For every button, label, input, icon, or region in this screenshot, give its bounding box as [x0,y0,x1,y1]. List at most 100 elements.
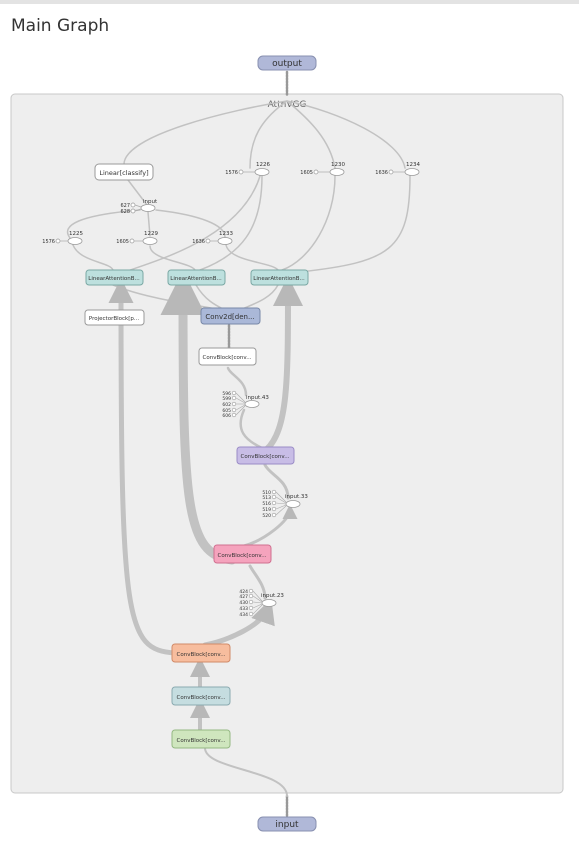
constant-labels: 1576 1605 1636 627 628 1576 1605 1636 [42,170,388,245]
edge-in43-white [226,366,248,397]
convblock-orange-node[interactable] [171,643,231,663]
op-1226[interactable] [254,168,270,176]
op-input-label: input [143,199,158,205]
const-1576b-circle [55,238,61,244]
const-627: 627 [120,203,130,209]
const-1636b-circle [205,238,211,244]
convblock-purple-node-label: ConvBlock[conv... [241,454,290,460]
linear-attention-node-1[interactable] [85,269,144,286]
in43-const-4: 606 [222,413,231,419]
input23-constants: 424 427 430 433 434 [239,588,263,618]
edge-top-1226 [249,100,288,169]
attnvgg-group[interactable] [10,93,564,794]
op-1233[interactable] [217,237,233,245]
input-node[interactable] [257,816,317,832]
op-input33-label: input.33 [285,494,308,500]
convblock-purple-node[interactable] [236,446,295,465]
conv2d-node-label: Conv2d[den... [205,313,254,321]
output-node-label: output [272,59,302,69]
edge-1230-la3 [281,175,336,271]
edge-top-1234 [286,100,406,169]
convblock-pink-node[interactable] [213,544,272,564]
op-labels: 1226 1230 1234 input 1225 1229 1233 inpu… [69,162,420,599]
convblock-orange-node-label: ConvBlock[conv... [177,652,226,658]
in23-const-4: 434 [239,612,248,618]
op-1234-label: 1234 [406,162,420,168]
convblock-teal-node-label: ConvBlock[conv... [177,695,226,701]
edge-input-1225 [66,209,141,239]
op-1225-label: 1225 [69,231,83,237]
linear-node-label: Linear[classify] [99,169,148,177]
linear-attention-node-2-label: LinearAttentionB... [170,276,222,282]
const-1605a-circle [313,169,319,175]
const-1605b: 1605 [116,239,129,245]
convblock-white-node[interactable] [198,347,257,366]
constant-edges [60,171,405,242]
op-1229[interactable] [142,237,158,245]
input33-constants: 510 513 516 519 520 [262,489,287,519]
convblock-teal-node[interactable] [171,686,231,706]
edge-1225-la1 [72,244,114,271]
op-1233-label: 1233 [219,231,233,237]
in23-const-0: 424 [239,589,248,595]
const-628-circle [130,208,136,214]
edge-input-green [204,747,288,797]
edge-orange-in23 [202,598,275,648]
constant-markers [55,169,394,244]
edge-linear-input [127,179,148,206]
page-title: Main Graph [11,16,110,36]
linear-attention-node-1-label: LinearAttentionB... [88,276,140,282]
edge-1229-la2 [149,245,196,271]
linear-attention-node-3[interactable] [250,269,309,286]
in43-const-3: 605 [222,408,231,414]
const-628: 628 [120,209,130,215]
linear-node[interactable] [94,163,154,181]
in33-const-4: 520 [262,513,271,519]
const-1605a: 1605 [300,170,313,176]
const-1636a: 1636 [375,170,388,176]
convblock-green-node[interactable] [171,729,231,749]
linear-attention-node-2[interactable] [167,269,226,286]
edge-pink-in33 [242,504,298,548]
edge-orange-la1 [108,278,178,656]
conv2d-node[interactable] [200,307,261,325]
const-1605b-circle [129,238,135,244]
projector-node[interactable] [84,309,145,326]
in33-const-2: 516 [262,501,271,507]
in43-const-2: 602 [222,402,231,408]
op-1230[interactable] [329,168,345,176]
in33-const-0: 510 [262,490,271,496]
in23-const-3: 433 [239,606,248,612]
op-input23[interactable] [261,599,277,607]
edge-top-linear [123,100,288,165]
output-node[interactable] [257,55,317,71]
edge-purple-in43 [239,408,264,450]
convblock-pink-node-label: ConvBlock[conv... [218,553,267,559]
linear-attention-node-3-label: LinearAttentionB... [253,276,305,282]
edge-input-1233 [155,209,226,238]
top-divider [0,0,579,4]
op-input43[interactable] [244,400,260,408]
edge-1234-la3 [299,175,411,273]
edge-1226-la2 [199,175,263,271]
edge-1226-la1 [124,175,261,273]
input43-constants: 596 599 602 605 606 [222,390,246,419]
convblock-white-node-label: ConvBlock[conv... [203,355,252,361]
op-input23-label: input.23 [261,593,284,599]
op-1226-label: 1226 [256,162,270,168]
edge-input-1229 [147,211,151,237]
in43-const-1: 599 [222,396,231,402]
const-1576a-circle [238,169,244,175]
const-1576b: 1576 [42,239,55,245]
in33-const-3: 519 [262,507,271,513]
convblock-green-node-label: ConvBlock[conv... [177,738,226,744]
edge-purple-la3 [263,276,303,453]
op-input[interactable] [140,204,156,212]
op-1230-label: 1230 [331,162,345,168]
op-input33[interactable] [285,500,301,508]
const-1636a-circle [388,169,394,175]
op-1234[interactable] [404,168,420,176]
op-1225[interactable] [67,237,83,245]
in33-const-1: 513 [262,495,271,501]
